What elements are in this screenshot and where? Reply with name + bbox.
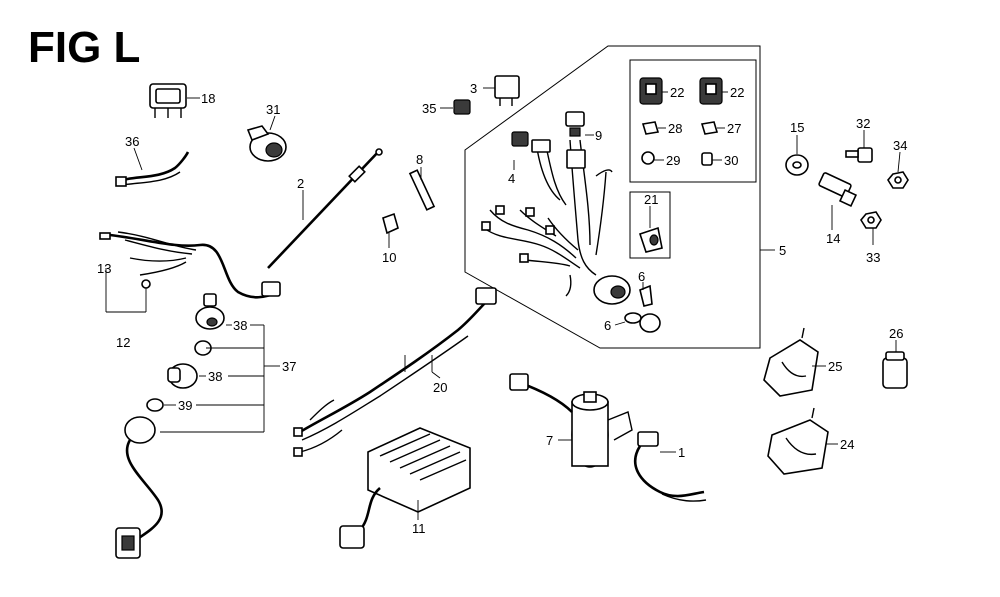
part-12-wire-harness	[99, 231, 281, 313]
figure-title: FIG L	[28, 23, 140, 72]
callout-22-left: 22	[670, 85, 684, 100]
part-32-bolt	[845, 130, 873, 163]
part-24-mount	[767, 407, 838, 475]
part-22-connector-right	[699, 77, 728, 105]
part-switch-cord	[115, 416, 163, 559]
part-30-terminal	[701, 152, 722, 166]
part-2-cable	[267, 148, 383, 269]
callout-5: 5	[779, 243, 786, 258]
callout-36: 36	[125, 134, 139, 149]
part-20-wire-harness	[293, 287, 497, 457]
part-14-sensor	[818, 172, 858, 230]
callout-8: 8	[416, 152, 423, 167]
callout-38-lower: 38	[208, 369, 222, 384]
callout-2: 2	[297, 176, 304, 191]
part-6-key	[614, 282, 661, 333]
kit-box	[629, 59, 757, 183]
callout-29: 29	[666, 153, 680, 168]
part-35-connector	[440, 99, 471, 115]
part-15-washer	[785, 135, 809, 176]
callout-34: 34	[893, 138, 907, 153]
part-37-bracket	[160, 324, 280, 433]
callout-3: 3	[470, 81, 477, 96]
callout-30: 30	[724, 153, 738, 168]
part-34-nut	[887, 151, 909, 189]
callout-20: 20	[433, 380, 447, 395]
part-28-terminal	[641, 121, 666, 135]
callout-27: 27	[727, 121, 741, 136]
callout-31: 31	[266, 102, 280, 117]
part-38-switch-upper	[195, 293, 232, 330]
part-5-harness-frame	[464, 45, 761, 349]
part-22-connector-left	[639, 77, 668, 105]
callout-6-upper: 6	[638, 269, 645, 284]
part-18-relay	[149, 83, 200, 118]
part-9-connector	[565, 111, 594, 137]
part-31-key-switch	[246, 115, 287, 162]
callout-24: 24	[840, 437, 854, 452]
part-11-regulator	[339, 427, 471, 549]
part-4-connector	[511, 131, 529, 170]
part-39-ring	[146, 398, 176, 412]
callout-12: 12	[116, 335, 130, 350]
part-21-grommet	[638, 206, 663, 253]
callout-15: 15	[790, 120, 804, 135]
part-10-fuse-holder	[382, 212, 399, 248]
callout-21: 21	[644, 192, 658, 207]
part-5-main-harness	[481, 139, 631, 305]
callout-9: 9	[595, 128, 602, 143]
part-1-sensor-lead	[634, 431, 707, 502]
callout-4: 4	[508, 171, 515, 186]
callout-1: 1	[678, 445, 685, 460]
part-33-nut	[860, 211, 882, 245]
callout-22-right: 22	[730, 85, 744, 100]
callout-28: 28	[668, 121, 682, 136]
callout-25: 25	[828, 359, 842, 374]
part-36-wire-lead	[115, 147, 190, 187]
part-29-terminal	[641, 151, 664, 165]
part-21-box	[629, 191, 671, 259]
part-27-terminal	[700, 121, 725, 135]
callout-26: 26	[889, 326, 903, 341]
callout-6-lower: 6	[604, 318, 611, 333]
callout-7: 7	[546, 433, 553, 448]
part-8-fuse	[408, 167, 436, 211]
callout-38-upper: 38	[233, 318, 247, 333]
callout-33: 33	[866, 250, 880, 265]
callout-11: 11	[412, 521, 426, 536]
callout-13: 13	[97, 261, 111, 276]
callout-37: 37	[282, 359, 296, 374]
callout-18: 18	[201, 91, 215, 106]
part-7-solenoid	[509, 373, 633, 468]
callout-39: 39	[178, 398, 192, 413]
part-3-relay	[483, 75, 520, 106]
callout-35: 35	[422, 101, 436, 116]
part-25-mount	[763, 327, 826, 397]
callout-10: 10	[382, 250, 396, 265]
part-26-plug	[882, 340, 908, 389]
part-38-switch-lower	[167, 363, 206, 389]
callout-32: 32	[856, 116, 870, 131]
callout-14: 14	[826, 231, 840, 246]
